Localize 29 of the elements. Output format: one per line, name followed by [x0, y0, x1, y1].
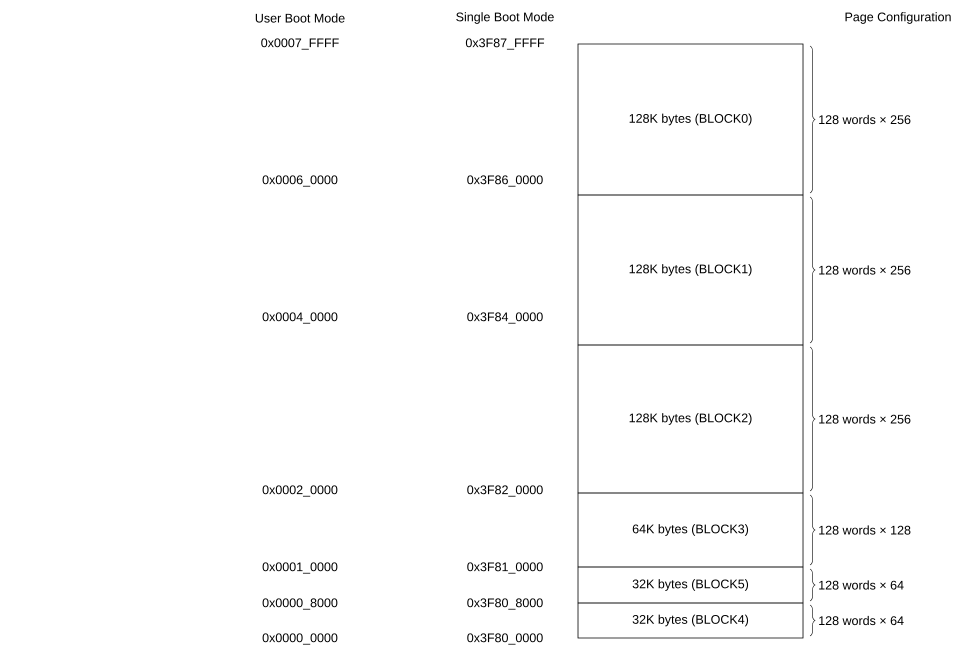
- page-configuration: 128 words × 256: [819, 114, 910, 124]
- address-label: 0x0002_0000: [262, 485, 338, 497]
- column-header: Page Configuration: [846, 12, 951, 24]
- page-configuration: 128 words × 256: [819, 414, 910, 424]
- memory-block: 64K bytes (BLOCK3): [578, 492, 804, 568]
- address-label: 0x0007_FFFF: [261, 38, 339, 50]
- address-label: 0x3F82_0000: [467, 485, 543, 497]
- address-label: 0x3F80_8000: [467, 598, 543, 610]
- memory-block: 32K bytes (BLOCK4): [578, 602, 804, 638]
- address-label: 0x3F86_0000: [467, 175, 543, 187]
- column-header: User Boot Mode: [256, 13, 345, 23]
- address-label: 0x0001_0000: [262, 562, 338, 574]
- address-label: 0x3F80_0000: [467, 633, 543, 645]
- address-label: 0x3F84_0000: [467, 312, 543, 324]
- address-label: 0x3F87_FFFF: [466, 38, 544, 50]
- page-configuration: 128 words × 256: [819, 265, 910, 275]
- memory-block: 128K bytes (BLOCK2): [578, 344, 804, 494]
- address-label: 0x0006_0000: [262, 175, 338, 187]
- memory-block: 128K bytes (BLOCK1): [578, 194, 804, 346]
- page-configuration: 128 words × 128: [819, 525, 910, 535]
- page-configuration: 128 words × 64: [819, 616, 904, 626]
- memory-block: 32K bytes (BLOCK5): [578, 566, 804, 604]
- page-configuration: 128 words × 64: [819, 580, 904, 590]
- address-label: 0x3F81_0000: [467, 562, 543, 574]
- address-label: 0x0000_0000: [262, 633, 338, 645]
- address-label: 0x0000_8000: [262, 598, 338, 610]
- address-label: 0x0004_0000: [262, 312, 338, 324]
- column-header: Single Boot Mode: [456, 12, 554, 24]
- memory-block: 128K bytes (BLOCK0): [578, 44, 804, 196]
